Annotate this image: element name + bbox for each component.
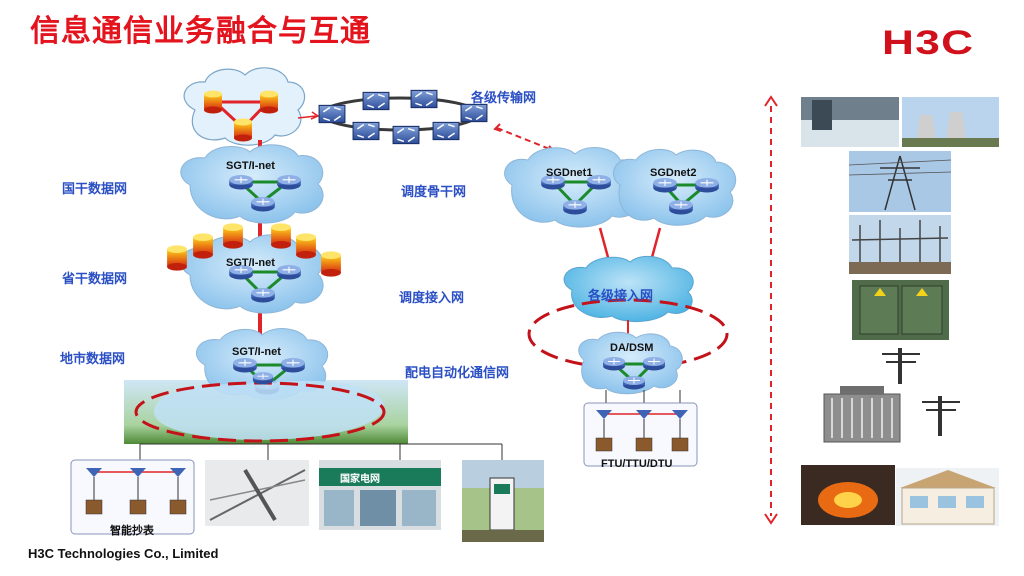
access-network-cloud-label: 各级接入网 bbox=[588, 288, 654, 303]
sgdnet2-label: SGDnet2 bbox=[650, 167, 697, 179]
ftu-box bbox=[583, 402, 698, 467]
router-icon bbox=[276, 175, 302, 190]
transport-switch-icon bbox=[432, 121, 460, 141]
database-icon bbox=[321, 251, 341, 277]
utility-pole-icon bbox=[882, 348, 920, 384]
sgt-inet-label: SGT/I-net bbox=[226, 257, 275, 269]
router-icon bbox=[250, 197, 276, 212]
dadsm-label: DA/DSM bbox=[610, 342, 654, 354]
transport-ring bbox=[318, 89, 488, 145]
national-sgt-cloud bbox=[180, 144, 324, 224]
database-icon bbox=[204, 90, 222, 114]
router-icon bbox=[694, 178, 720, 193]
database-icon bbox=[260, 90, 278, 114]
transformer-icon bbox=[823, 386, 901, 443]
steel-plant-photo bbox=[801, 465, 895, 525]
substation-photo bbox=[849, 215, 951, 274]
vertical-double-arrow bbox=[764, 95, 778, 525]
switch-cabinet-photo bbox=[852, 280, 949, 340]
router-icon bbox=[276, 265, 302, 280]
provincial-data-network-label: 省干数据网 bbox=[62, 271, 128, 286]
router-icon bbox=[280, 358, 306, 373]
transport-switch-icon bbox=[362, 91, 390, 111]
transport-switch-icon bbox=[318, 104, 346, 124]
dadsm-cloud bbox=[578, 331, 683, 395]
charging-station-photo bbox=[462, 460, 544, 542]
smart-home-photo bbox=[896, 468, 999, 526]
smart-meter-box bbox=[70, 459, 195, 535]
transport-switch-icon bbox=[352, 121, 380, 141]
router-icon bbox=[250, 288, 276, 303]
access-network-cloud bbox=[563, 255, 694, 322]
router-icon bbox=[602, 357, 626, 371]
power-plant-photo bbox=[902, 97, 999, 147]
router-icon bbox=[668, 200, 694, 215]
utility-pole-icon bbox=[922, 396, 960, 436]
database-icon bbox=[234, 118, 252, 142]
dispatch-access-label: 调度接入网 bbox=[399, 290, 465, 305]
power-line-photo bbox=[205, 460, 309, 526]
dam-photo bbox=[801, 97, 899, 147]
ftu-ttu-dtu-label: FTU/TTU/DTU bbox=[601, 458, 673, 470]
database-icon bbox=[167, 245, 187, 271]
footer-company: H3C Technologies Co., Limited bbox=[28, 546, 219, 561]
router-icon bbox=[228, 175, 254, 190]
database-icon bbox=[271, 223, 291, 249]
router-icon bbox=[232, 358, 258, 373]
transport-switch-icon bbox=[410, 89, 438, 109]
municipal-data-network-label: 地市数据网 bbox=[60, 351, 126, 366]
transport-switch-icon bbox=[460, 103, 488, 123]
database-icon bbox=[296, 233, 316, 259]
h3c-logo: H3C bbox=[882, 24, 975, 62]
transmission-tower-photo bbox=[848, 151, 952, 212]
router-icon bbox=[642, 357, 666, 371]
dispatch-backbone-label: 调度骨干网 bbox=[401, 184, 467, 199]
sgt-inet-label: SGT/I-net bbox=[232, 346, 281, 358]
transport-network-label: 各级传输网 bbox=[471, 90, 537, 105]
transport-switch-icon bbox=[392, 125, 420, 145]
sgdnet2-cloud bbox=[613, 148, 737, 226]
router-icon bbox=[622, 376, 646, 390]
sgdnet1-label: SGDnet1 bbox=[546, 167, 593, 179]
router-icon bbox=[652, 178, 678, 193]
distribution-comm-label: 配电自动化通信网 bbox=[405, 365, 510, 380]
sgt-inet-label: SGT/I-net bbox=[226, 160, 275, 172]
storefront-photo bbox=[319, 460, 441, 530]
page-title: 信息通信业务融合与互通 bbox=[30, 15, 371, 48]
router-icon bbox=[252, 372, 274, 385]
database-icon bbox=[223, 223, 243, 249]
smart-meter-label: 智能抄表 bbox=[110, 525, 154, 537]
router-icon bbox=[562, 200, 588, 215]
national-data-network-label: 国干数据网 bbox=[62, 181, 128, 196]
storefront-sign-text: 国家电网 bbox=[340, 474, 380, 485]
database-icon bbox=[193, 233, 213, 259]
database-cloud bbox=[183, 67, 306, 146]
